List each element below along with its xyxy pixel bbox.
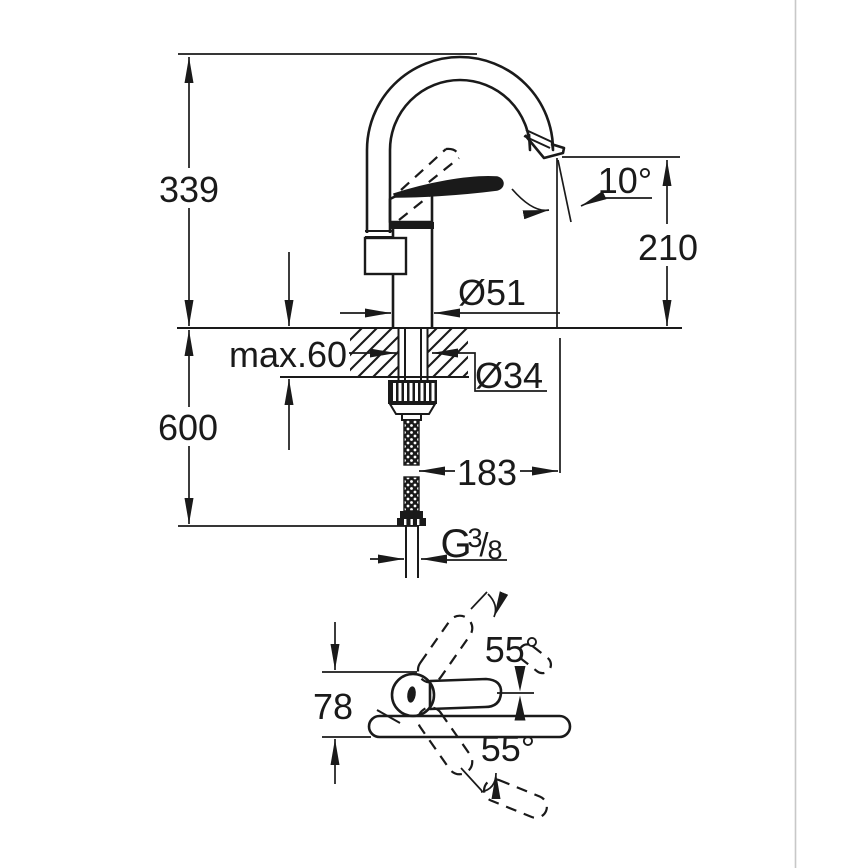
dim-78-label: 78 <box>313 686 353 727</box>
dim-210-label: 210 <box>638 227 698 268</box>
dimension-d34: Ø34 <box>432 348 547 396</box>
handle-swing-ghosts <box>416 614 553 819</box>
plan-view: 78 55° 55° <box>313 591 572 819</box>
dimension-max60: max.60 <box>229 252 396 450</box>
angle-arc-arrow <box>511 188 550 220</box>
dimension-d51: Ø51 <box>340 272 560 318</box>
angle-arrow-down <box>514 666 526 692</box>
angle-arrow-up <box>514 695 526 721</box>
dim-339-label: 339 <box>159 169 219 210</box>
dim-55top-label: 55° <box>485 629 539 670</box>
supply-hose <box>397 419 426 578</box>
nut-collar <box>388 403 437 415</box>
plan-faucet <box>367 672 572 739</box>
check-valve-box <box>363 236 408 276</box>
angle-slant-line <box>557 159 572 223</box>
dimension-600: 600 <box>158 330 417 527</box>
mounting-hardware <box>388 329 437 421</box>
dimension-55-top: 55° <box>470 591 539 721</box>
handle-joint-band <box>390 222 434 229</box>
lever-blade <box>393 175 504 198</box>
cartridge-housing <box>388 185 434 224</box>
swing-arc-band-top <box>517 643 553 675</box>
plan-spout-bar <box>367 714 572 739</box>
gooseneck-spout <box>365 55 566 233</box>
plan-cartridge-dot <box>407 686 416 703</box>
lever-open-ghost2 <box>413 157 460 195</box>
dimension-thread: G 3 / 8 <box>370 522 507 566</box>
thread-slash-label: / <box>479 526 489 563</box>
dim-183-label: 183 <box>457 452 517 493</box>
handle-lever <box>388 147 504 224</box>
dim-d51-label: Ø51 <box>458 272 526 313</box>
thread-den-label: 8 <box>487 535 502 565</box>
dim-max60-label: max.60 <box>229 334 347 375</box>
lever-ghost-down <box>416 706 474 776</box>
dimension-183: 183 <box>419 338 561 493</box>
thread-num-label: 3 <box>467 523 482 553</box>
dimension-angle-10: 10° <box>511 158 652 327</box>
side-view: 339 600 210 10° Ø51 <box>158 53 698 578</box>
dimension-210: 210 <box>562 156 698 326</box>
dimension-78: 78 <box>313 622 417 784</box>
lever-open-ghost <box>400 148 447 191</box>
dim-10deg-label: 10° <box>598 160 652 201</box>
spout-tip <box>523 134 566 160</box>
thread-g-label: G <box>440 522 471 566</box>
faucet-body <box>363 222 434 327</box>
lever-ghost-up <box>416 614 474 684</box>
hose-nut <box>400 511 423 518</box>
dimension-339: 339 <box>159 53 477 326</box>
dimension-55-bottom: 55° <box>460 728 535 800</box>
dim-d34-label: Ø34 <box>475 355 543 396</box>
swing-arc-band-bottom <box>482 778 548 819</box>
dim-55bottom-label: 55° <box>481 728 535 769</box>
dim-600-label: 600 <box>158 407 218 448</box>
plan-lever <box>428 677 503 711</box>
